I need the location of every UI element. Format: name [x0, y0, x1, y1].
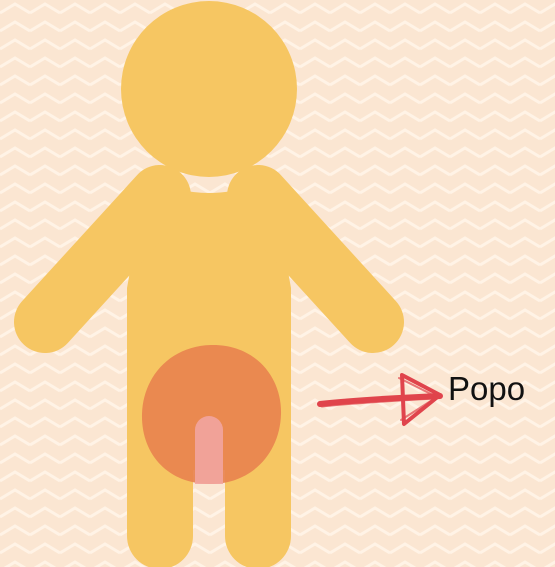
figure-head — [121, 1, 297, 177]
bottom-highlight — [142, 345, 281, 484]
annotation-label: Popo — [448, 370, 525, 408]
highlight-stripe — [195, 416, 223, 484]
